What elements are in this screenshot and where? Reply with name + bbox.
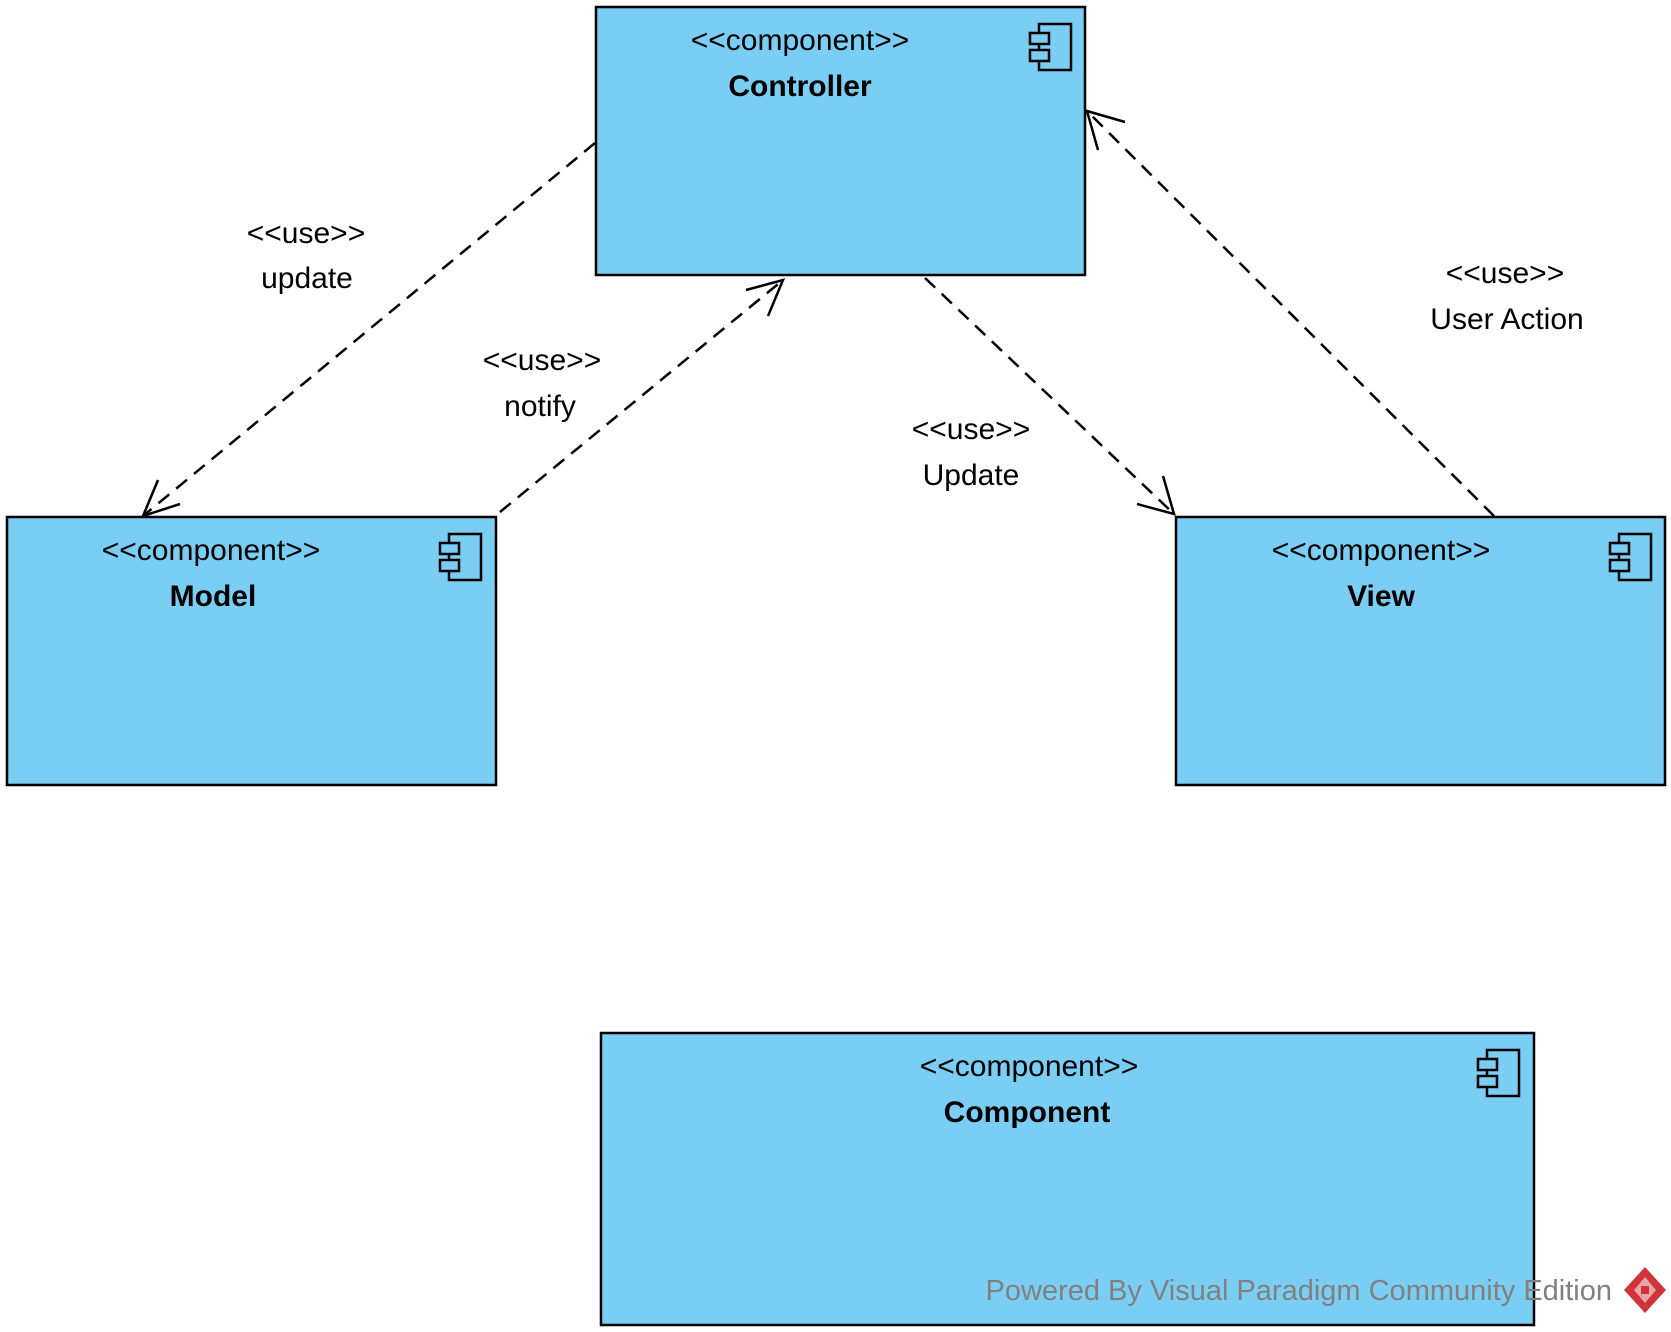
component-icon: [438, 532, 483, 582]
edge-label: Update: [923, 459, 1020, 492]
component-stereotype: <<component>>: [691, 24, 910, 57]
component-icon: [1476, 1048, 1521, 1098]
edge-label-view-to-controller: <<use>> User Action: [1430, 257, 1583, 336]
component-view[interactable]: <<component>> View: [1174, 515, 1667, 787]
dependency-controller-to-view[interactable]: [924, 277, 1176, 516]
edge-label: notify: [504, 390, 576, 423]
edge-stereotype: <<use>>: [912, 413, 1030, 446]
component-stereotype: <<component>>: [1272, 534, 1491, 567]
component-icon: [1028, 22, 1073, 72]
dependency-line: [142, 142, 596, 517]
dependency-line: [499, 279, 784, 513]
visual-paradigm-logo-icon: [1624, 1267, 1666, 1313]
component-box: [1174, 515, 1667, 787]
component-box: [599, 1031, 1536, 1327]
open-arrowhead: [1136, 475, 1176, 516]
component-model[interactable]: <<component>> Model: [5, 515, 498, 787]
component-component[interactable]: <<component>> Component: [599, 1031, 1536, 1327]
edge-label-controller-to-model: <<use>> update: [247, 217, 365, 295]
watermark: Powered By Visual Paradigm Community Edi…: [986, 1267, 1666, 1313]
component-name: Controller: [728, 70, 872, 103]
component-name: View: [1347, 580, 1415, 613]
watermark-text: Powered By Visual Paradigm Community Edi…: [986, 1275, 1612, 1307]
open-arrowhead: [745, 278, 786, 317]
edge-label: User Action: [1430, 303, 1583, 336]
edge-stereotype: <<use>>: [247, 217, 365, 250]
dependency-model-to-controller[interactable]: [499, 278, 786, 513]
edge-stereotype: <<use>>: [1446, 257, 1564, 290]
dependency-line: [1086, 110, 1495, 517]
component-name: Model: [170, 580, 257, 613]
edge-label-model-to-controller: <<use>> notify: [483, 344, 601, 423]
dependency-view-to-controller[interactable]: [1085, 109, 1495, 517]
component-stereotype: <<component>>: [102, 534, 321, 567]
edge-label: update: [261, 262, 353, 295]
component-icon: [1608, 532, 1653, 582]
open-arrowhead: [1085, 109, 1126, 151]
component-name: Component: [944, 1096, 1111, 1129]
edge-stereotype: <<use>>: [483, 344, 601, 377]
component-stereotype: <<component>>: [920, 1050, 1139, 1083]
dependency-line: [924, 277, 1175, 515]
dependency-controller-to-model[interactable]: [140, 142, 596, 519]
edge-label-controller-to-view: <<use>> Update: [912, 413, 1030, 492]
component-box: [5, 515, 498, 787]
component-box: [594, 5, 1087, 277]
component-controller[interactable]: <<component>> Controller: [594, 5, 1087, 277]
